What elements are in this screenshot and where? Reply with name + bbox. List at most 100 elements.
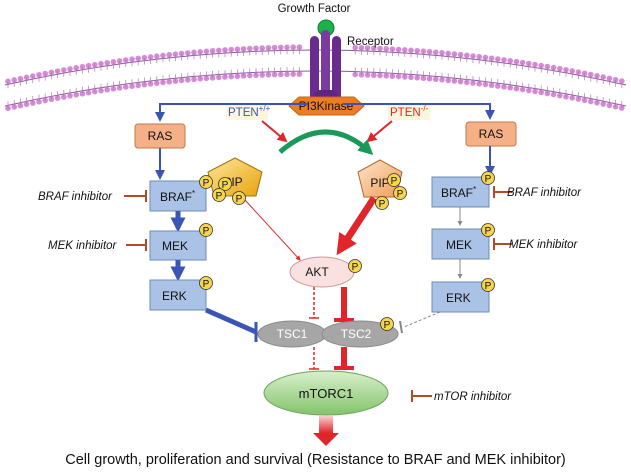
mtor-inhibitor-label: mTOR inhibitor	[434, 391, 512, 403]
pi3kinase: PI3Kinase	[288, 96, 365, 116]
outcome-caption: Cell growth, proliferation and survival …	[65, 452, 566, 468]
phospho-label: P	[391, 176, 398, 187]
akt-node: AKT	[289, 256, 355, 288]
phospho-right-braf-badge: P	[481, 171, 495, 185]
membrane-lipid-head	[557, 65, 563, 72]
membrane-lipid-head	[5, 78, 11, 85]
left-ras-box: RAS	[134, 123, 186, 149]
membrane-lipid-head	[619, 78, 625, 84]
receptor	[310, 30, 341, 112]
right-braf-sup: *	[473, 185, 476, 194]
phospho-pip-left-c-badge: P	[232, 191, 246, 205]
left-mek-label: MEK	[162, 239, 188, 253]
phospho-label: P	[352, 262, 359, 273]
right-erk-to-tsc2-inhibit-bar	[399, 320, 403, 334]
membrane-lipid-head	[61, 67, 67, 73]
receptor-to-ras-right-arrow	[344, 103, 495, 120]
phospho-label: P	[485, 281, 492, 292]
pip-conversion-arc	[278, 129, 374, 156]
pten-null-arrow	[366, 120, 393, 143]
left-braf-inhibitor-label: BRAF inhibitor	[38, 191, 113, 203]
tsc2-node: TSC2	[321, 320, 399, 348]
pip-left-to-akt-arrow	[244, 199, 301, 261]
membrane-lipid-head	[581, 70, 588, 77]
right-ras-label: RAS	[479, 127, 504, 141]
membrane-lipid-head	[606, 75, 613, 82]
right-mek-inhibitor-label: MEK inhibitor	[509, 239, 579, 251]
membrane-lipid-head	[30, 73, 36, 79]
svg-text:BRAF*: BRAF*	[160, 189, 195, 204]
phospho-tsc2-badge: P	[380, 317, 394, 331]
mtorc1-node: mTORC1	[263, 370, 389, 416]
phospho-label: P	[216, 191, 223, 202]
tsc2-label: TSC2	[341, 327, 372, 341]
pip-right-label: PIP	[370, 176, 389, 190]
output-arrow	[313, 416, 339, 446]
phospho-label: P	[485, 174, 492, 185]
right-ras-box: RAS	[465, 121, 517, 147]
right-braf-box: BRAF*	[431, 176, 490, 208]
pten-wt-sup: +/+	[259, 104, 271, 113]
phospho-pip-left-a-badge: P	[218, 177, 232, 191]
membrane-lipid-head	[600, 74, 606, 80]
mtorc1-label: mTORC1	[299, 386, 354, 401]
phospho-left-braf-badge: P	[199, 175, 213, 189]
left-mek-box: MEK	[149, 230, 207, 261]
pten-wt-text: PTEN	[228, 107, 259, 119]
phospho-pip-right-a-badge: P	[387, 173, 401, 187]
membrane-lipid-head	[563, 66, 569, 73]
right-mek-label: MEK	[446, 238, 472, 252]
phospho-pip-right-c-badge: P	[375, 196, 389, 210]
right-erk-label: ERK	[446, 291, 471, 305]
membrane-lipid-head	[17, 75, 24, 82]
phospho-pip-left-b-badge: P	[212, 188, 226, 202]
erk-to-tsc1-inhibit-line	[204, 307, 258, 335]
pi3kinase-label: PI3Kinase	[299, 99, 354, 113]
membrane-lipid-head	[23, 74, 30, 81]
membrane-lipid-head	[550, 64, 557, 71]
phospho-label: P	[222, 180, 229, 191]
pten-wt-label: PTEN+/+	[226, 104, 271, 120]
receptor-to-ras-left-arrow	[155, 103, 308, 122]
membrane-lipid-head	[42, 70, 48, 77]
left-ras-label: RAS	[148, 129, 173, 143]
tsc1-node: TSC1	[257, 320, 327, 348]
left-braf-label: BRAF	[160, 190, 192, 204]
membrane-lipid-head	[54, 68, 61, 74]
svg-text:BRAF*: BRAF*	[441, 185, 476, 200]
receptor-label: Receptor	[347, 36, 394, 48]
left-mek-inhibitor-label: MEK inhibitor	[48, 240, 118, 252]
svg-text:PTEN+/+: PTEN+/+	[228, 104, 271, 119]
phospho-left-erk-badge: P	[199, 276, 213, 290]
phospho-label: P	[203, 178, 210, 189]
akt-label: AKT	[305, 265, 329, 279]
phospho-pip-right-b-badge: P	[393, 186, 407, 200]
phospho-label: P	[236, 194, 243, 205]
phospho-label: P	[485, 226, 492, 237]
right-erk-to-tsc2-inhibit-line	[403, 311, 441, 328]
right-mek-box: MEK	[431, 228, 490, 260]
phospho-label: P	[203, 279, 210, 290]
pten-null-label: PTEN-/-	[388, 104, 430, 120]
left-erk-label: ERK	[162, 289, 187, 303]
pten-null-sup: -/-	[421, 104, 429, 113]
tsc1-label: TSC1	[277, 327, 308, 341]
growth-factor-label: Growth Factor	[278, 3, 351, 15]
pip-right-to-akt-arrow	[336, 196, 377, 256]
phospho-label: P	[379, 199, 386, 210]
pten-null-text: PTEN	[390, 107, 421, 119]
pten-wt-arrow	[261, 120, 288, 143]
right-erk-box: ERK	[431, 281, 490, 313]
phospho-right-erk-badge: P	[481, 278, 495, 292]
phospho-label: P	[203, 226, 210, 237]
phospho-akt-badge: P	[348, 259, 362, 273]
phospho-label: P	[397, 189, 404, 200]
pip-right: PIP	[357, 159, 403, 198]
left-braf-box: BRAF*	[149, 180, 207, 212]
phospho-left-mek-badge: P	[199, 223, 213, 237]
left-erk-box: ERK	[149, 279, 207, 311]
svg-text:PTEN-/-: PTEN-/-	[390, 104, 429, 119]
cell-membrane	[4, 44, 627, 112]
